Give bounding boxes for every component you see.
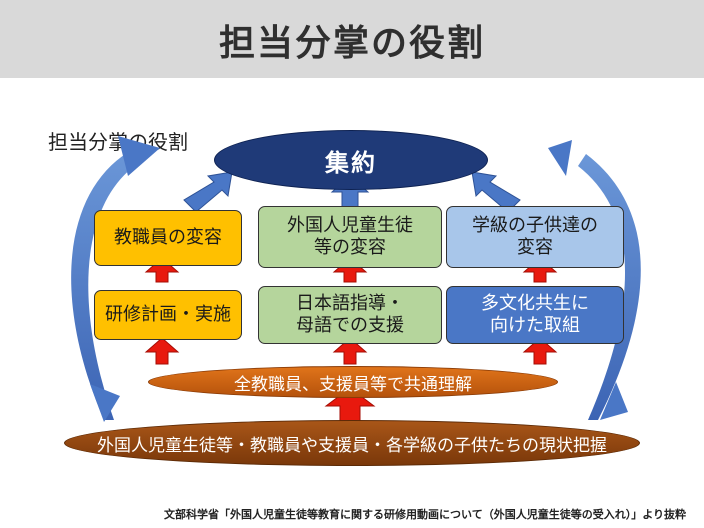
situation-text: 外国人児童生徒等・教職員や支援員・各学級の子供たちの現状把握: [97, 435, 607, 456]
left-curved-arrow: [71, 150, 140, 420]
shared-understanding-text: 全教職員、支援員等で共通理解: [234, 374, 472, 395]
page-title: 担当分掌の役割: [218, 23, 485, 64]
box-multicultural-line2: 向けた取組: [490, 315, 580, 336]
header-bar: 担当分掌の役割: [0, 0, 704, 78]
left-curved-arrowhead: [118, 136, 160, 176]
right-curved-arrowhead-top: [548, 140, 572, 176]
right-curved-arrowhead: [600, 382, 628, 420]
box-japanese-support-line1: 日本語指導・: [296, 292, 404, 314]
box-multicultural: 多文化共生に 向けた取組: [446, 286, 624, 344]
box-japanese-support-line2: 母語での支援: [296, 315, 404, 336]
red-arrow-center-lower: [332, 337, 368, 365]
box-student-change-line2: 等の変容: [314, 237, 386, 258]
summary-ellipse: 集約: [214, 130, 488, 190]
box-training-plan: 研修計画・実施: [94, 290, 242, 340]
summary-label: 集約: [325, 148, 377, 177]
box-multicultural-line1: 多文化共生に: [481, 292, 589, 314]
blue-arrow-left: [183, 171, 233, 213]
right-curved-arrow: [578, 154, 641, 420]
box-student-change-line1: 外国人児童生徒: [287, 214, 413, 236]
red-arrow-left-lower: [144, 337, 180, 365]
box-student-change: 外国人児童生徒 等の変容: [258, 206, 442, 268]
source-citation: 文部科学省「外国人児童生徒等教育に関する研修用動画について（外国人児童生徒等の受…: [164, 508, 686, 521]
box-staff-change: 教職員の変容: [94, 210, 242, 266]
box-staff-change-text: 教職員の変容: [114, 226, 222, 248]
shared-understanding-bar: 全教職員、支援員等で共通理解: [148, 366, 558, 398]
box-japanese-support: 日本語指導・ 母語での支援: [258, 286, 442, 344]
side-label: 担当分掌の役割: [48, 130, 188, 154]
box-classmates-change: 学級の子供達の 変容: [446, 206, 624, 268]
box-classmates-change-line1: 学級の子供達の: [472, 214, 598, 236]
red-arrow-right-lower: [522, 337, 558, 365]
situation-bar: 外国人児童生徒等・教職員や支援員・各学級の子供たちの現状把握: [64, 420, 640, 466]
left-curved-arrowhead-bottom: [90, 384, 120, 422]
box-classmates-change-line2: 変容: [517, 237, 553, 258]
box-training-plan-text: 研修計画・実施: [105, 303, 231, 325]
